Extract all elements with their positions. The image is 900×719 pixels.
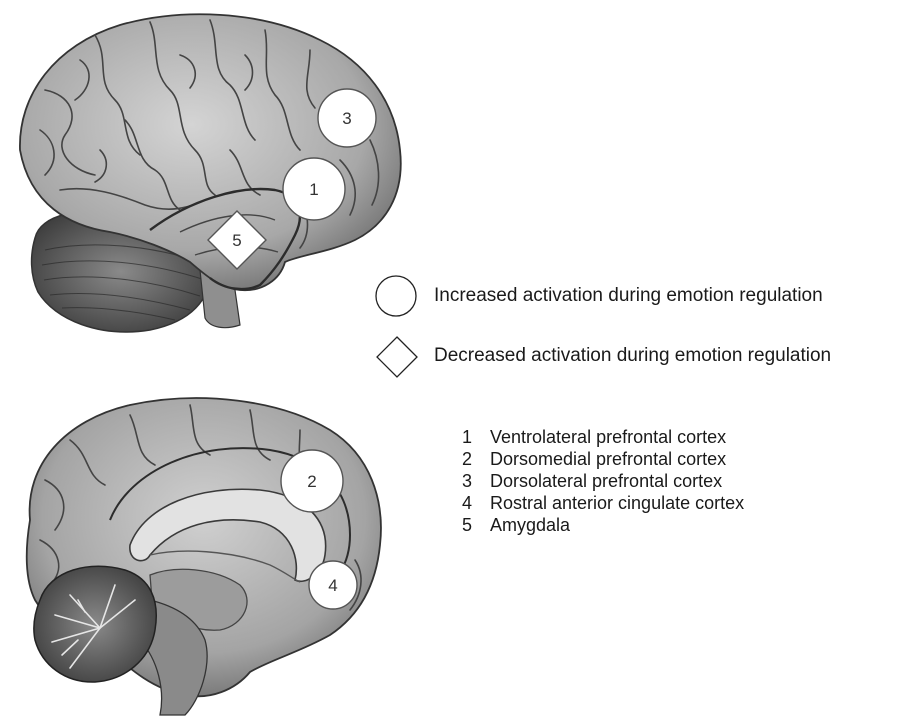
lateral-brain-view: 3 1 5 bbox=[20, 14, 401, 332]
key-item: 4 Rostral anterior cingulate cortex bbox=[462, 492, 744, 514]
legend-symbols bbox=[376, 276, 417, 377]
key-label: Rostral anterior cingulate cortex bbox=[490, 492, 744, 514]
marker-2-dorsomedial-pfc: 2 bbox=[281, 450, 343, 512]
key-item: 3 Dorsolateral prefrontal cortex bbox=[462, 470, 744, 492]
marker-5-label: 5 bbox=[232, 231, 241, 250]
marker-4-label: 4 bbox=[328, 576, 337, 595]
legend-decreased-label: Decreased activation during emotion regu… bbox=[434, 345, 831, 367]
legend-diamond-icon bbox=[377, 337, 417, 377]
key-item: 1 Ventrolateral prefrontal cortex bbox=[462, 426, 744, 448]
marker-3-dorsolateral-pfc: 3 bbox=[318, 89, 376, 147]
legend-decreased: Decreased activation during emotion regu… bbox=[434, 345, 831, 367]
key-label: Ventrolateral prefrontal cortex bbox=[490, 426, 726, 448]
region-key: 1 Ventrolateral prefrontal cortex 2 Dors… bbox=[462, 426, 744, 536]
marker-1-label: 1 bbox=[309, 180, 318, 199]
medial-brain-view: 2 4 bbox=[27, 398, 381, 715]
key-label: Amygdala bbox=[490, 514, 570, 536]
legend-circle-icon bbox=[376, 276, 416, 316]
key-number: 3 bbox=[462, 470, 490, 492]
legend-increased: Increased activation during emotion regu… bbox=[434, 285, 823, 307]
key-item: 5 Amygdala bbox=[462, 514, 744, 536]
marker-3-label: 3 bbox=[342, 109, 351, 128]
key-number: 1 bbox=[462, 426, 490, 448]
legend-increased-label: Increased activation during emotion regu… bbox=[434, 285, 823, 307]
key-number: 4 bbox=[462, 492, 490, 514]
marker-4-rostral-acc: 4 bbox=[309, 561, 357, 609]
key-number: 5 bbox=[462, 514, 490, 536]
key-item: 2 Dorsomedial prefrontal cortex bbox=[462, 448, 744, 470]
marker-2-label: 2 bbox=[307, 472, 316, 491]
key-label: Dorsolateral prefrontal cortex bbox=[490, 470, 722, 492]
marker-1-ventrolateral-pfc: 1 bbox=[283, 158, 345, 220]
key-label: Dorsomedial prefrontal cortex bbox=[490, 448, 726, 470]
key-number: 2 bbox=[462, 448, 490, 470]
